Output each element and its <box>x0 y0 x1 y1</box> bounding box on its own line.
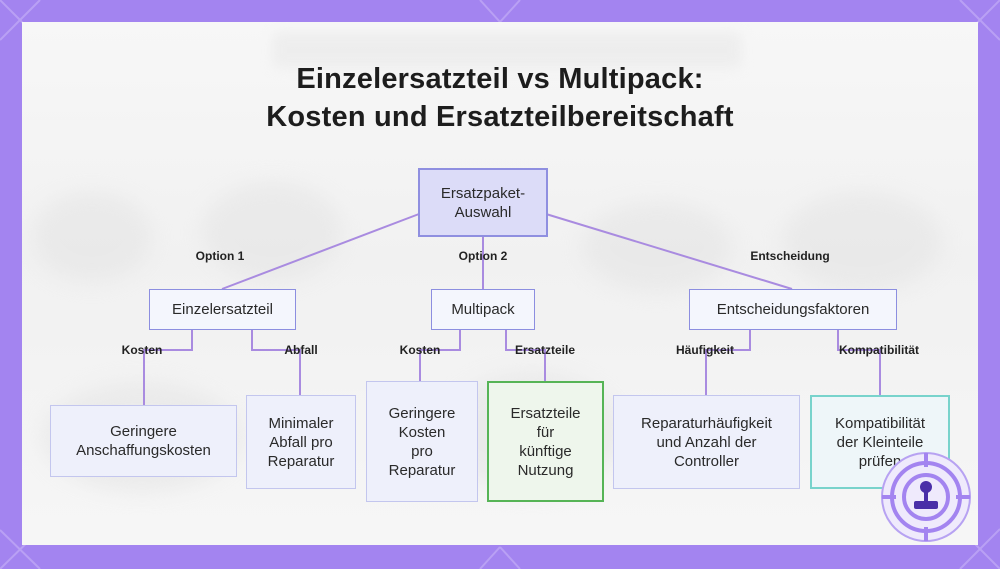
ghost-heading <box>272 32 742 68</box>
node-einzelersatzteil: Einzelersatzteil <box>149 289 296 330</box>
edge-label-kosten-2: Kosten <box>399 343 441 357</box>
edge-label-kosten-1: Kosten <box>121 343 163 357</box>
connector-multi-kosten <box>419 330 461 381</box>
root-node: Ersatzpaket- Auswahl <box>418 168 548 237</box>
edge-label-abfall: Abfall <box>284 343 318 357</box>
edge-label-decision: Entscheidung <box>750 249 830 263</box>
edge-label-option2: Option 2 <box>458 249 508 263</box>
leaf-ersatzteile-kuenftig: Ersatzteile für künftige Nutzung <box>487 381 604 502</box>
blurred-shape <box>202 182 342 282</box>
page-title-line2: Kosten und Ersatzteilbereitschaft <box>266 101 734 133</box>
node-multipack: Multipack <box>431 289 535 330</box>
edge-label-haeufigkeit: Häufigkeit <box>675 343 735 357</box>
blurred-shape <box>782 192 942 292</box>
leaf-geringere-kosten: Geringere Kosten pro Reparatur <box>366 381 478 502</box>
connector-einzel-abfall <box>251 330 301 395</box>
connector-einzel-kosten <box>143 330 193 405</box>
connector-root-decision <box>545 213 793 290</box>
leaf-minimaler-abfall: Minimaler Abfall pro Reparatur <box>246 395 356 489</box>
connector-faktor-haeufigkeit <box>705 330 751 395</box>
blurred-shape <box>32 192 152 282</box>
leaf-reparaturhaeufigkeit: Reparaturhäufigkeit und Anzahl der Contr… <box>613 395 800 489</box>
edge-label-ersatzteile: Ersatzteile <box>514 343 576 357</box>
node-entscheidungsfaktoren: Entscheidungsfaktoren <box>689 289 897 330</box>
edge-label-option1: Option 1 <box>195 249 245 263</box>
page-title-line1: Einzelersatzteil vs Multipack: <box>296 63 704 95</box>
connector-root-option1 <box>221 213 420 290</box>
leaf-geringere-anschaffungskosten: Geringere Anschaffungskosten <box>50 405 237 477</box>
edge-label-kompatibilitaet: Kompatibilität <box>839 343 919 357</box>
connector-faktor-kompat <box>837 330 881 395</box>
target-joystick-icon <box>881 452 971 542</box>
connector-multi-ersatzteile <box>505 330 546 381</box>
